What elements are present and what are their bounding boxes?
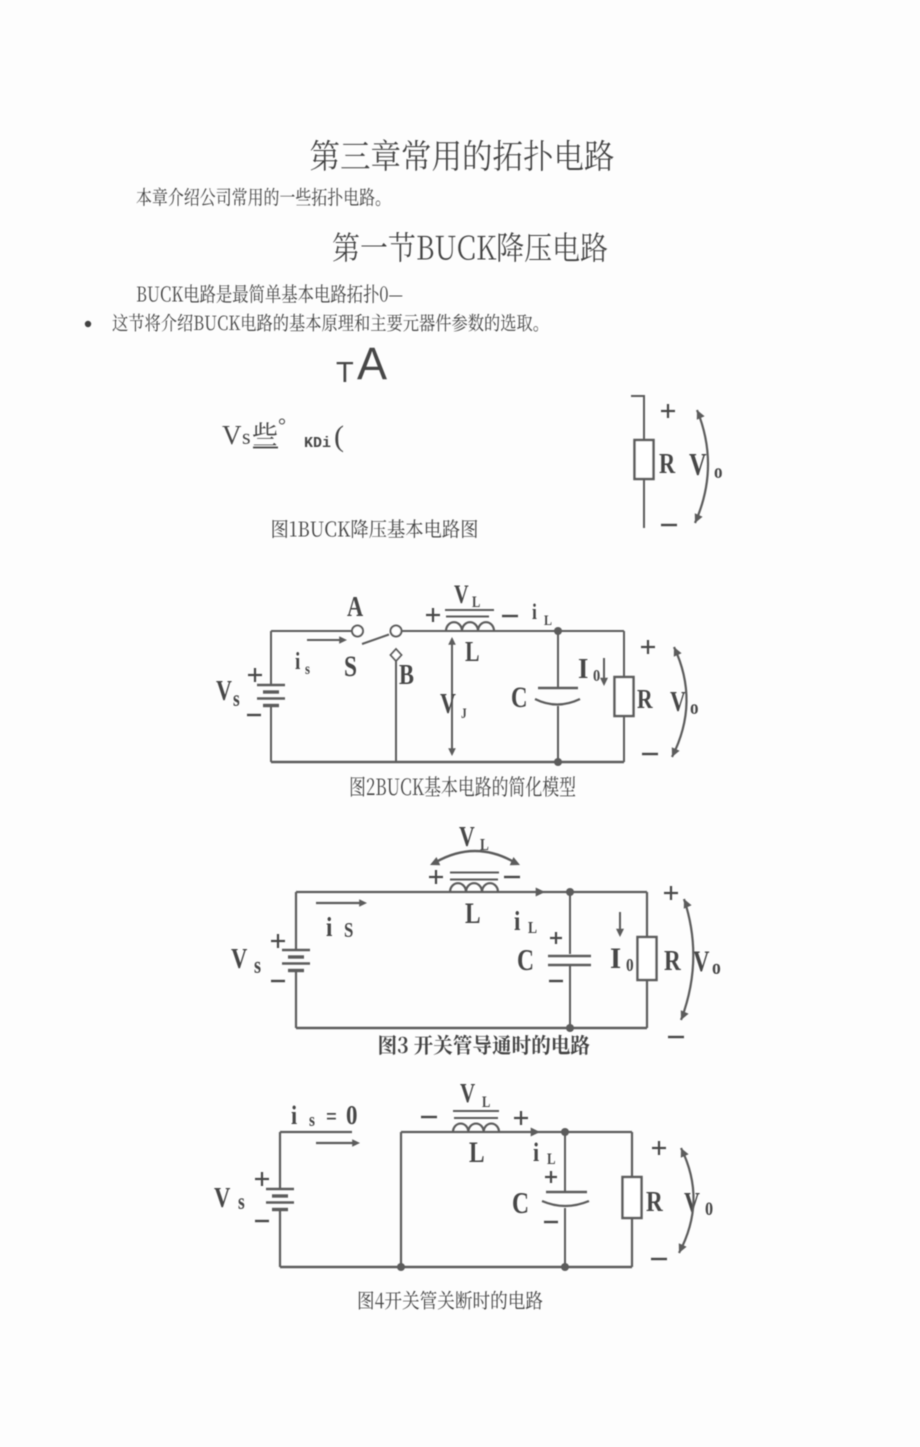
svg-text:V: V — [222, 420, 242, 450]
svg-text:L: L — [544, 612, 552, 629]
svg-text:A: A — [347, 592, 364, 623]
svg-text:V: V — [459, 823, 475, 853]
svg-text:s: s — [309, 1109, 315, 1130]
svg-text:V: V — [231, 942, 248, 974]
svg-text:R: R — [637, 685, 653, 715]
svg-text:i: i — [295, 648, 300, 675]
svg-text:V: V — [684, 1186, 700, 1219]
svg-text:V: V — [693, 944, 709, 978]
svg-text:°: ° — [278, 415, 286, 437]
svg-text:i: i — [514, 907, 520, 936]
svg-text:R: R — [646, 1186, 664, 1218]
svg-text:L: L — [480, 836, 489, 855]
svg-text:R: R — [659, 449, 676, 480]
svg-text:C: C — [517, 942, 534, 977]
svg-text:s: s — [242, 424, 251, 449]
svg-text:o: o — [714, 461, 723, 484]
svg-text:o: o — [712, 955, 721, 979]
svg-text:0: 0 — [593, 667, 600, 685]
svg-text:T: T — [336, 357, 354, 389]
svg-text:S: S — [344, 919, 353, 942]
svg-text:i: i — [291, 1102, 297, 1130]
svg-text:R: R — [664, 945, 682, 977]
svg-text:L: L — [465, 896, 481, 929]
svg-text:C: C — [512, 1185, 529, 1220]
svg-text:V: V — [454, 581, 469, 610]
svg-text:s: s — [238, 1190, 245, 1215]
svg-text:L: L — [547, 1151, 556, 1169]
svg-text:(: ( — [334, 420, 344, 453]
svg-text:I: I — [578, 653, 588, 684]
svg-text:L: L — [528, 919, 537, 938]
svg-text:L: L — [472, 594, 480, 612]
svg-text:J: J — [461, 704, 467, 721]
svg-text:i: i — [326, 913, 332, 942]
svg-text:C: C — [511, 680, 527, 714]
svg-text:L: L — [482, 1094, 490, 1112]
svg-text:i: i — [532, 600, 537, 624]
svg-text:V: V — [440, 687, 456, 720]
svg-text:L: L — [469, 1135, 485, 1168]
svg-text:o: o — [690, 697, 699, 720]
svg-text:V: V — [214, 1181, 231, 1213]
svg-text:S: S — [344, 649, 357, 682]
svg-text:V: V — [670, 685, 686, 718]
svg-text:i: i — [533, 1139, 539, 1167]
svg-text:s: s — [305, 661, 310, 679]
svg-text:s: s — [254, 952, 261, 979]
svg-text:s: s — [233, 687, 240, 712]
svg-text:L: L — [465, 638, 480, 668]
svg-text:I: I — [610, 942, 621, 975]
svg-text:V: V — [689, 448, 707, 483]
svg-text:=: = — [326, 1103, 337, 1130]
svg-text:V: V — [460, 1079, 476, 1109]
svg-text:KDi: KDi — [304, 435, 331, 452]
svg-text:0: 0 — [346, 1101, 357, 1130]
svg-text:0: 0 — [705, 1198, 713, 1220]
svg-text:0: 0 — [626, 955, 634, 975]
svg-text:A: A — [357, 338, 387, 389]
svg-text:V: V — [216, 674, 232, 707]
svg-text:B: B — [399, 660, 414, 691]
